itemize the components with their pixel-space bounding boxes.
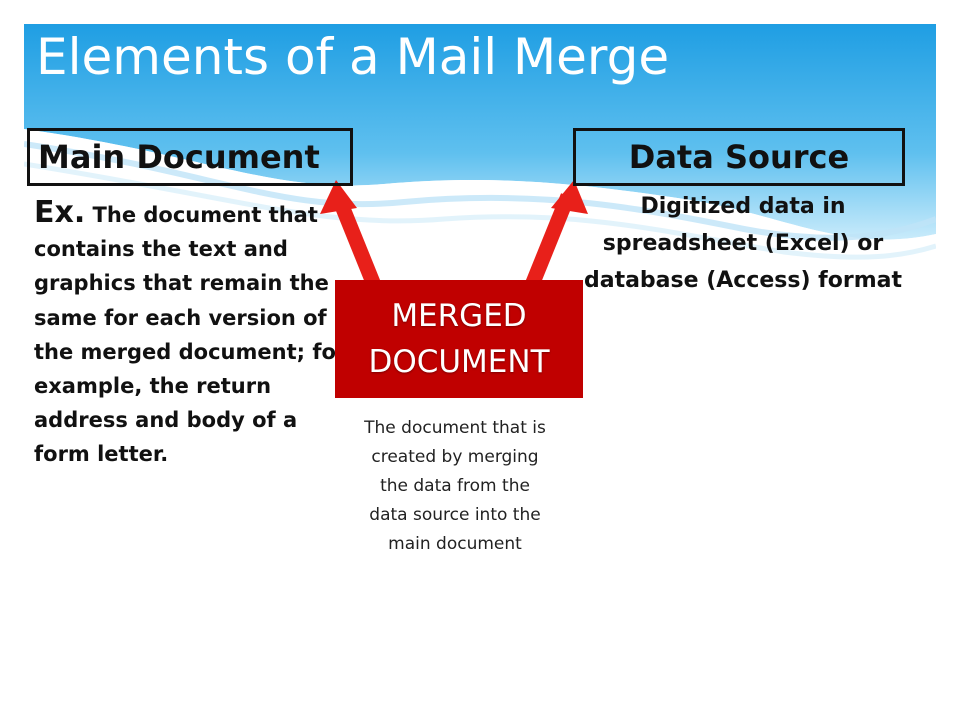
- main-document-label: Main Document: [27, 128, 353, 186]
- example-prefix: Ex.: [34, 195, 86, 230]
- main-document-text: The document that contains the text and …: [34, 203, 347, 467]
- data-source-description: Digitized data in spreadsheet (Excel) or…: [583, 194, 903, 293]
- main-document-description: Ex. The document that contains the text …: [34, 195, 352, 472]
- merged-document-label-line1: MERGED: [391, 298, 527, 334]
- merged-document-description: The document that is created by merging …: [364, 418, 546, 554]
- merged-document-box: MERGED DOCUMENT: [335, 280, 583, 398]
- slide-title: Elements of a Mail Merge: [36, 28, 670, 86]
- data-source-label: Data Source: [573, 128, 905, 186]
- merged-document-label-line2: DOCUMENT: [368, 344, 550, 380]
